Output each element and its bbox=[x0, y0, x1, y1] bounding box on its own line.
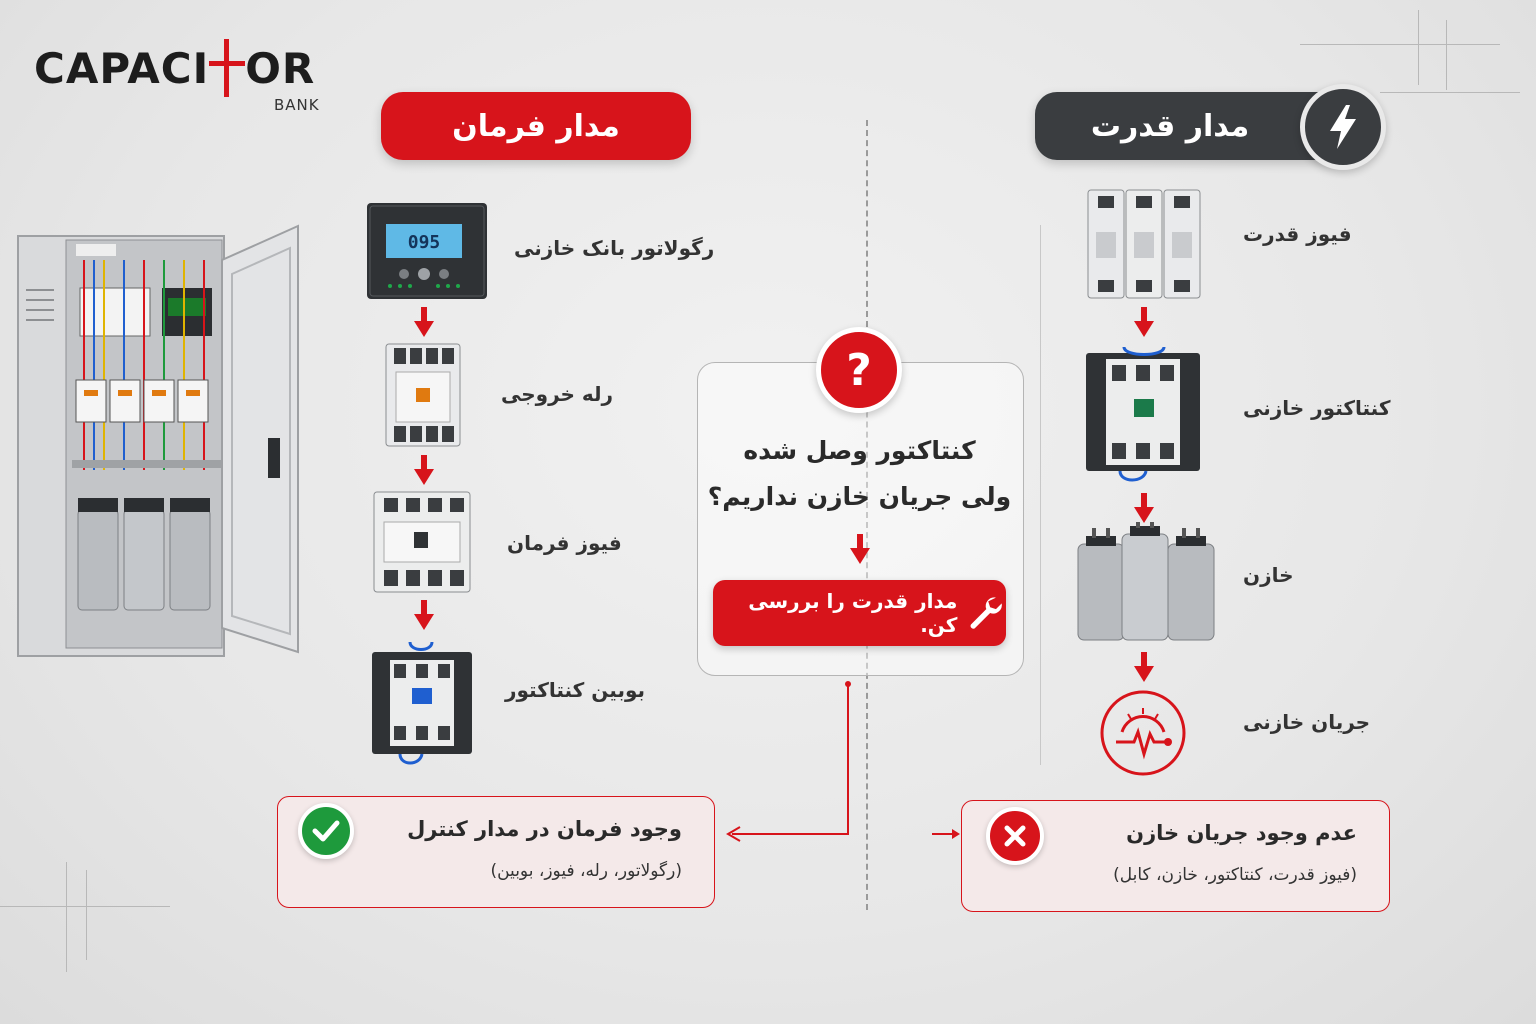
capacitor-icon bbox=[1077, 522, 1215, 641]
corner-line bbox=[1446, 20, 1447, 90]
control-item-relay: رله خروجی bbox=[501, 382, 614, 406]
logo-word-left: CAPACI bbox=[34, 44, 210, 93]
corner-line bbox=[86, 870, 87, 960]
control-result-detail: (رگولاتور، رله، فیوز، بوبین) bbox=[490, 861, 682, 881]
arrow-down-icon bbox=[414, 455, 434, 485]
power-result-title: عدم وجود جریان خازن bbox=[1126, 821, 1357, 845]
corner-line bbox=[1380, 92, 1520, 93]
arrow-down-icon bbox=[1134, 307, 1154, 337]
corner-line bbox=[0, 906, 170, 907]
logo-plus-icon bbox=[209, 39, 246, 97]
control-circuit-header: مدار فرمان bbox=[381, 92, 691, 160]
center-divider bbox=[866, 120, 868, 910]
control-result-title: وجود فرمان در مدار کنترل bbox=[407, 817, 682, 841]
brand-logo: CAPACI OR BANK bbox=[34, 39, 334, 120]
control-result-box: وجود فرمان در مدار کنترل (رگولاتور، رله،… bbox=[277, 796, 715, 908]
control-item-regulator: رگولاتور بانک خازنی bbox=[514, 236, 715, 260]
regulator-display: 095 bbox=[408, 232, 441, 253]
contactor-coil-icon bbox=[372, 641, 472, 765]
arrow-down-icon bbox=[1134, 493, 1154, 523]
power-item-capacitor: خازن bbox=[1243, 563, 1294, 587]
connector-arrow bbox=[726, 681, 851, 842]
arrow-down-icon bbox=[414, 600, 434, 630]
power-result-box: عدم وجود جریان خازن (فیوز قدرت، کنتاکتور… bbox=[961, 800, 1390, 912]
power-item-contactor: کنتاکتور خازنی bbox=[1243, 396, 1391, 420]
power-item-current: جریان خازنی bbox=[1243, 710, 1371, 734]
control-item-fuse: فیوز فرمان bbox=[507, 531, 622, 555]
check-power-circuit-label: مدار قدرت را بررسی کن. bbox=[748, 589, 958, 637]
logo-subtitle: BANK bbox=[274, 96, 320, 114]
regulator-icon: 095 bbox=[367, 203, 487, 299]
power-fuse-icon bbox=[1087, 189, 1201, 299]
arrow-down-icon bbox=[414, 307, 434, 337]
power-item-fuse: فیوز قدرت bbox=[1243, 222, 1352, 246]
check-power-circuit-button: مدار قدرت را بررسی کن. bbox=[713, 580, 1006, 646]
arrow-down-icon bbox=[1134, 652, 1154, 682]
power-result-detail: (فیوز قدرت، کنتاکتور، خازن، کابل) bbox=[1113, 865, 1357, 885]
question-icon: ? bbox=[816, 327, 902, 413]
power-divider bbox=[1040, 225, 1041, 765]
wrench-icon bbox=[970, 597, 1003, 629]
connector-arrow bbox=[932, 829, 960, 839]
corner-line bbox=[1418, 10, 1419, 85]
current-gauge-icon bbox=[1100, 690, 1186, 776]
relay-icon bbox=[385, 343, 461, 447]
cross-icon bbox=[986, 807, 1044, 865]
question-line-2: ولی جریان خازن نداریم؟ bbox=[707, 482, 1012, 511]
question-line-1: کنتاکتور وصل شده bbox=[743, 436, 976, 465]
power-circuit-header: مدار قدرت bbox=[1035, 92, 1335, 160]
arrow-down-icon bbox=[850, 534, 870, 564]
control-item-coil: بوبین کنتاکتور bbox=[505, 678, 645, 702]
capacitor-contactor-icon bbox=[1086, 346, 1200, 482]
diagnosis-question: کنتاکتور وصل شده ولی جریان خازن نداریم؟ bbox=[697, 428, 1022, 520]
capacitor-bank-cabinet-icon bbox=[17, 224, 299, 657]
corner-line bbox=[1300, 44, 1500, 45]
lightning-bolt-icon bbox=[1300, 84, 1386, 170]
control-fuse-icon bbox=[373, 491, 471, 593]
check-icon bbox=[298, 803, 354, 859]
logo-word-right: OR bbox=[245, 44, 316, 93]
corner-line bbox=[66, 862, 67, 972]
